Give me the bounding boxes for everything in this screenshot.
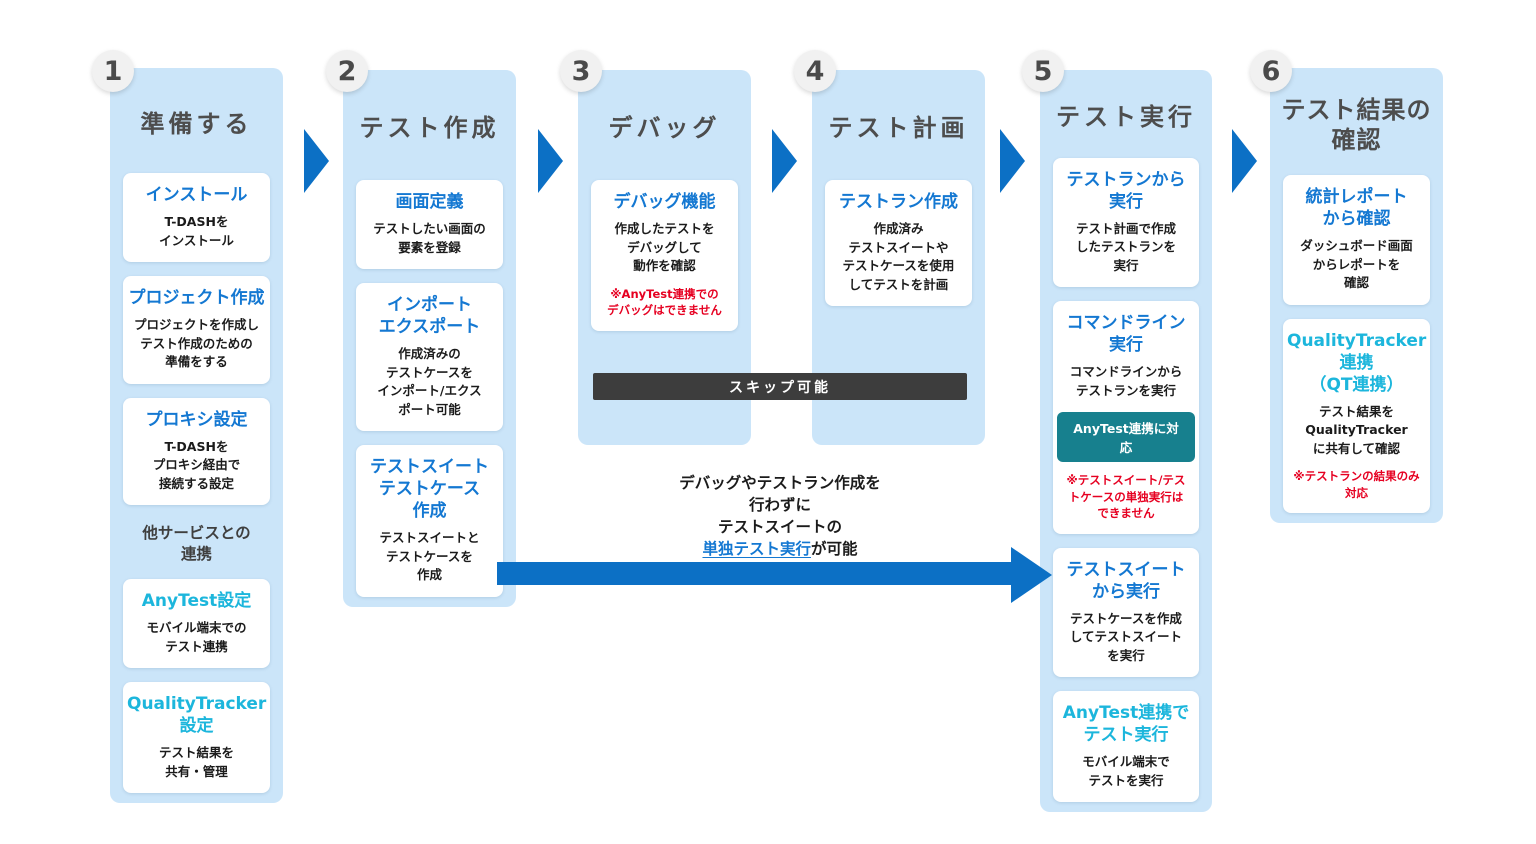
step-arrow-icon [772,129,797,193]
card-body: T-DASHを インストール [159,214,234,248]
step-title: テスト実行 [1056,102,1196,131]
card-title: テストランから 実行 [1066,169,1186,212]
card-title: QualityTracker 設定 [127,694,267,736]
card-list: デバッグ機能 作成したテストを デバッグして 動作を確認 ※AnyTest連携で… [578,178,751,341]
card-title: AnyTest連携で テスト実行 [1062,703,1190,745]
step-number-4: 4 [794,50,836,92]
card-body: プロジェクトを作成し テスト作成のための 準備をする [133,317,259,369]
card-import-export: インポート エクスポート 作成済みの テストケースを インポート/エクス ポート… [356,283,503,431]
card-statistics-report: 統計レポート から確認 ダッシュボード画面 からレポートを 確認 [1283,175,1430,305]
card-title: インストール [145,185,248,205]
card-body: 作成したテストを デバッグして 動作を確認 [614,221,715,273]
card-body: テストスイートと テストケースを 作成 [379,530,480,582]
card-list: インストール T-DASHを インストール プロジェクト作成 プロジェクトを作成… [110,171,283,803]
standalone-run-link[interactable]: 単独テスト実行 [702,540,811,558]
step-title: テスト結果の 確認 [1281,95,1432,154]
card-note: ※AnyTest連携での デバッグはできません [607,286,722,318]
card-body: T-DASHを プロキシ経由で 接続する設定 [152,438,241,491]
step-number-5: 5 [1022,50,1064,92]
card-body: モバイル端末で テストを実行 [1082,754,1170,788]
card-note: ※テストランの結果のみ 対応 [1293,469,1420,500]
step-number-6: 6 [1250,50,1292,92]
card-qualitytracker-settings: QualityTracker 設定 テスト結果を 共有・管理 [123,682,270,793]
card-title: 画面定義 [395,192,464,212]
bypass-note-suffix: が可能 [811,540,858,558]
card-list: 画面定義 テストしたい画面の 要素を登録 インポート エクスポート 作成済みの … [343,178,516,607]
step-arrow-icon [538,129,563,193]
card-title: 統計レポート から確認 [1305,187,1408,229]
anytest-support-badge: AnyTest連携に対応 [1057,412,1195,462]
card-body: テストケースを作成 してテストスイート を実行 [1069,610,1183,663]
card-title: テストスイート テストケース 作成 [370,457,489,521]
step-arrow-icon [1232,129,1257,193]
step-number-2: 2 [326,50,368,92]
step-panel-prepare: 準備する インストール T-DASHを インストール プロジェクト作成 プロジェ… [110,68,283,803]
card-list: テストランから 実行 テスト計画で作成 したテストランを 実行 コマンドライン … [1040,156,1212,813]
step-panel-test-execution: テスト実行 テストランから 実行 テスト計画で作成 したテストランを 実行 コマ… [1040,70,1212,812]
card-title: プロキシ設定 [145,409,248,430]
bypass-arrow-head-icon [1011,547,1052,603]
card-body: コマンドラインから テストランを実行 [1069,364,1183,398]
bypass-arrow-shaft [497,562,1012,585]
card-body: 作成済みの テストケースを インポート/エクス ポート可能 [377,346,482,417]
step-title: デバッグ [608,114,721,142]
card-body: テストしたい画面の 要素を登録 [373,221,486,255]
step-title: テスト計画 [828,114,969,142]
step-title: テスト作成 [359,114,500,142]
bypass-note: デバッグやテストラン作成を 行わずに テストスイートの 単独テスト実行が可能 [598,472,962,560]
card-body: 作成済み テストスイートや テストケースを使用 してテストを計画 [842,221,955,292]
card-title: テストスイート から実行 [1066,559,1186,602]
step-arrow-icon [304,129,329,193]
card-anytest-run: AnyTest連携で テスト実行 モバイル端末で テストを実行 [1053,691,1199,802]
other-services-label: 他サービスとの 連携 [142,524,251,563]
card-commandline-run: コマンドライン 実行 コマンドラインから テストランを実行 AnyTest連携に… [1053,301,1199,534]
card-title: プロジェクト作成 [128,288,265,308]
card-qualitytracker-link: QualityTracker 連携 （QT連携） テスト結果を QualityT… [1283,318,1430,513]
card-screen-definition: 画面定義 テストしたい画面の 要素を登録 [356,180,503,269]
step-title: 準備する [140,109,253,138]
card-proxy-settings: プロキシ設定 T-DASHを プロキシ経由で 接続する設定 [123,397,270,505]
card-list: 統計レポート から確認 ダッシュボード画面 からレポートを 確認 Quality… [1270,173,1443,523]
card-create-testrun: テストラン作成 作成済み テストスイートや テストケースを使用 してテストを計画 [825,180,972,306]
card-anytest-settings: AnyTest設定 モバイル端末での テスト連携 [123,579,270,668]
step-arrow-icon [1000,129,1025,193]
card-body: ダッシュボード画面 からレポートを 確認 [1300,238,1413,290]
card-body: テスト結果を 共有・管理 [158,745,234,779]
step-number-1: 1 [92,50,134,92]
card-install: インストール T-DASHを インストール [123,173,270,262]
card-body: モバイル端末での テスト連携 [146,620,247,654]
card-title: QualityTracker 連携 （QT連携） [1287,330,1427,395]
card-title: インポート エクスポート [378,295,481,337]
card-title: AnyTest設定 [141,591,252,611]
card-run-from-testrun: テストランから 実行 テスト計画で作成 したテストランを 実行 [1053,157,1199,287]
skip-banner: スキップ可能 [593,373,967,400]
card-body: テスト計画で作成 したテストランを 実行 [1075,220,1176,273]
card-create-project: プロジェクト作成 プロジェクトを作成し テスト作成のための 準備をする [123,276,270,384]
card-list: テストラン作成 作成済み テストスイートや テストケースを使用 してテストを計画 [812,178,985,316]
card-note: ※テストスイート/テス トケースの単独実行は できません [1066,473,1186,520]
card-create-suite-case: テストスイート テストケース 作成 テストスイートと テストケースを 作成 [356,445,503,597]
card-body: テスト結果を QualityTracker に共有して確認 [1305,403,1408,456]
card-title: デバッグ機能 [613,192,716,212]
card-title: テストラン作成 [839,192,958,212]
badge-row: AnyTest連携に対応 [1057,412,1195,462]
step-number-3: 3 [560,50,602,92]
step-panel-check-results: テスト結果の 確認 統計レポート から確認 ダッシュボード画面 からレポートを … [1270,68,1443,523]
card-debug-function: デバッグ機能 作成したテストを デバッグして 動作を確認 ※AnyTest連携で… [591,180,738,331]
step-panel-test-creation: テスト作成 画面定義 テストしたい画面の 要素を登録 インポート エクスポート … [343,70,516,607]
card-title: コマンドライン 実行 [1066,313,1186,355]
card-run-from-testsuite: テストスイート から実行 テストケースを作成 してテストスイート を実行 [1053,547,1199,677]
bypass-note-text: デバッグやテストラン作成を 行わずに テストスイートの [679,474,881,536]
